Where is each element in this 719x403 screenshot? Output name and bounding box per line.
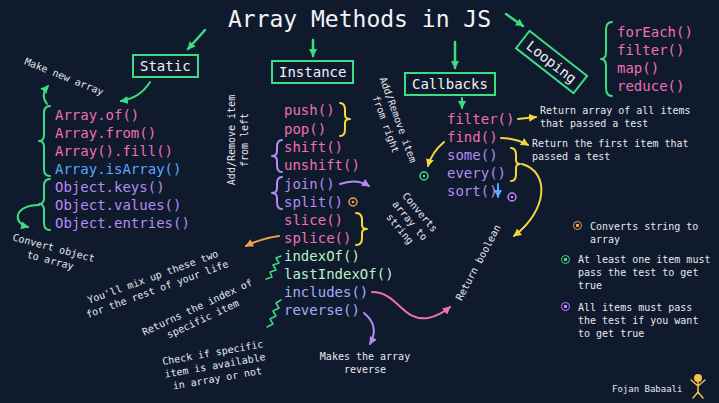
- legend-text: Converts string to array: [590, 220, 710, 246]
- method-name: indexOf(): [284, 247, 360, 265]
- legend-text: All items must pass the test if you want…: [578, 301, 713, 340]
- method-name: splice(): [284, 229, 351, 247]
- pointer-arrow: [312, 40, 315, 56]
- method-name: join(): [284, 175, 335, 193]
- curly-bracket: [39, 106, 50, 176]
- annotation-note: Makes the array reverse: [315, 350, 415, 376]
- method-name: every(): [447, 164, 506, 182]
- curly-bracket: [272, 140, 282, 172]
- wavy-line: [266, 256, 281, 279]
- method-name: Array.of(): [55, 106, 139, 124]
- annotation-note: Convert object to array: [5, 230, 99, 278]
- method-name: unshift(): [284, 156, 360, 174]
- pointer-arrow: [501, 138, 528, 145]
- pointer-arrow: [246, 236, 279, 246]
- pointer-arrow: [454, 42, 457, 68]
- marker-dot: [352, 201, 355, 204]
- pointer-arrow: [188, 30, 205, 49]
- pointer-arrow: [18, 205, 39, 227]
- annotation-note: Return the first item that passed a test: [532, 137, 707, 163]
- pointer-arrow: [372, 292, 450, 318]
- pointer-arrow: [121, 82, 150, 101]
- marker-circle: [420, 172, 428, 180]
- category-box: Instance: [271, 60, 354, 84]
- method-name: push(): [284, 101, 335, 119]
- annotation-note: Return array of all items that passed a …: [540, 104, 710, 130]
- pointer-arrow: [518, 117, 536, 119]
- method-name: forEach(): [617, 23, 693, 41]
- curly-bracket: [356, 213, 367, 245]
- annotation-note: Check if specific item is available in a…: [157, 337, 272, 395]
- annotation-note: Converts array to string: [372, 180, 448, 260]
- annotation-note: Return boolean: [453, 222, 504, 303]
- marker-circle: [508, 193, 516, 201]
- pointer-arrow: [428, 142, 444, 166]
- legend-text: At least one item must pass the test to …: [578, 253, 713, 292]
- legend-marker: [573, 221, 582, 230]
- wavy-line: [267, 300, 281, 327]
- method-name: pop(): [284, 120, 326, 138]
- author-figure: [691, 380, 705, 398]
- marker-dot: [423, 175, 426, 178]
- method-name: includes(): [284, 283, 368, 301]
- method-name: Object.values(): [55, 196, 181, 214]
- pointer-arrow: [364, 313, 374, 344]
- method-name: Array.isArray(): [55, 160, 181, 178]
- category-label: Looping: [523, 37, 581, 88]
- marker-dot: [511, 196, 514, 199]
- curly-bracket: [39, 179, 50, 230]
- method-name: some(): [447, 146, 498, 164]
- method-name: filter(): [617, 41, 684, 59]
- annotation-note: Add/Remove item from left: [225, 92, 251, 188]
- category-box: Callbacks: [404, 72, 496, 96]
- method-name: sort(): [447, 182, 498, 200]
- method-name: find(): [447, 128, 498, 146]
- method-name: Array.from(): [55, 124, 156, 142]
- curly-bracket: [511, 148, 520, 181]
- category-box: Looping: [515, 29, 589, 94]
- pointer-arrow: [514, 164, 541, 236]
- method-name: lastIndexOf(): [284, 265, 394, 283]
- curly-bracket: [272, 177, 282, 209]
- author-signature: Fojan Babaali: [612, 384, 682, 396]
- method-name: map(): [617, 59, 659, 77]
- method-name: reverse(): [284, 301, 360, 319]
- method-name: reduce(): [617, 77, 684, 95]
- method-name: Object.entries(): [55, 214, 190, 232]
- method-name: Array().fill(): [55, 142, 173, 160]
- diagram-title: Array Methods in JS: [0, 5, 719, 35]
- category-box: Static: [132, 54, 199, 78]
- marker-circle: [349, 198, 357, 206]
- method-name: slice(): [284, 211, 343, 229]
- pointer-arrow: [44, 86, 48, 104]
- curly-bracket: [601, 22, 612, 96]
- category-label: Instance: [279, 63, 346, 81]
- pointer-arrow: [506, 14, 523, 26]
- method-name: shift(): [284, 138, 343, 156]
- pointer-arrow: [340, 181, 369, 186]
- category-label: Static: [140, 57, 191, 75]
- category-label: Callbacks: [412, 75, 488, 93]
- curly-bracket: [340, 103, 350, 136]
- author-figure: [694, 374, 702, 382]
- method-name: split(): [284, 193, 343, 211]
- legend-marker: [561, 302, 570, 311]
- method-name: Object.keys(): [55, 178, 165, 196]
- legend-marker: [561, 255, 570, 264]
- method-name: filter(): [447, 110, 514, 128]
- pointer-arrow: [461, 98, 463, 108]
- annotation-note: Make new array: [23, 55, 106, 99]
